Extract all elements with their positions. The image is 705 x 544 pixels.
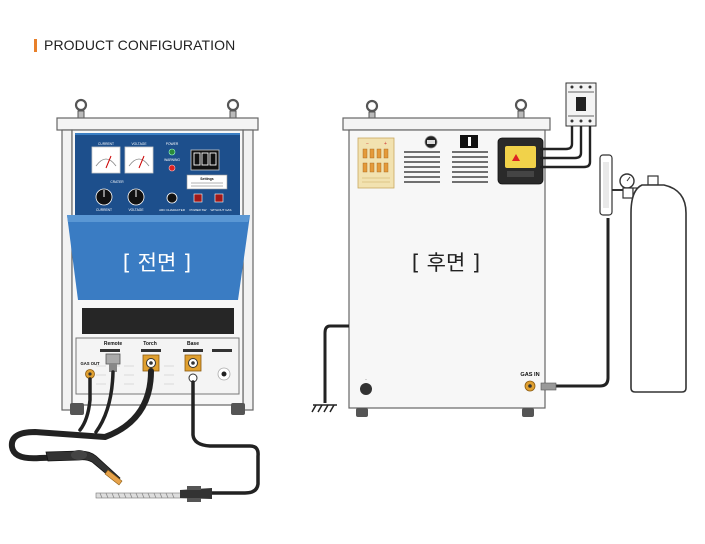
gas-hose — [556, 218, 610, 388]
ground-clamp-icon — [95, 486, 212, 502]
remote-connector-icon — [105, 353, 121, 372]
label-plus-icon: + — [384, 141, 387, 147]
torch-label: Torch — [143, 341, 157, 347]
rear-cable-gland-icon: · — [360, 377, 372, 395]
voltage-meter-label: VOLTAGE — [131, 142, 147, 146]
base-label: Base — [187, 341, 199, 347]
rear-switch-icon — [460, 135, 478, 148]
settings-title: Settings — [200, 177, 213, 181]
mains-breaker-icon — [565, 82, 597, 127]
rear-lifting-eye-right — [514, 98, 528, 120]
power-switch-label: POWER SW — [190, 208, 207, 212]
svg-text:·: · — [365, 377, 367, 383]
earth-ground — [311, 324, 349, 413]
arc-character-label: ARC CHARACTER — [159, 208, 186, 212]
crater-label: CRATER — [110, 180, 124, 184]
cable-gland-icon — [217, 367, 231, 381]
rear-vent-left — [404, 151, 440, 183]
warning-lamp-label: WARNING — [164, 158, 180, 162]
arc-character-knob-icon — [166, 192, 178, 204]
rear-vent-right — [452, 151, 488, 183]
warning-lamp-icon — [168, 164, 176, 172]
label-minus-icon: − — [366, 141, 369, 147]
rear-view-label: [ 후면 ] — [412, 251, 480, 275]
rear-rating-label: − + — [357, 137, 395, 189]
torch-terminal-icon — [142, 354, 160, 372]
without-gas-switch-icon — [214, 193, 224, 203]
voltage-meter: VOLTAGE — [124, 142, 154, 174]
power-switch-icon — [193, 193, 203, 203]
input-terminal-box — [497, 137, 544, 185]
gas-hose-connector-icon — [540, 382, 557, 391]
control-panel: CURRENT VOLTAGE POWER WARNING — [75, 133, 240, 218]
gas-out-label: GAS OUT — [80, 361, 100, 366]
base-terminal-icon — [184, 354, 202, 383]
rear-machine: − + — [342, 98, 551, 417]
front-view-label: [ 전면 ] — [123, 251, 191, 275]
fuse-holder-icon — [424, 135, 438, 149]
heading-accent-bar — [34, 38, 37, 52]
remote-label: Remote — [104, 341, 123, 347]
terminal-panel: Remote Torch Base GAS OUT — [75, 337, 240, 395]
gas-in-fitting-icon — [524, 380, 536, 392]
high-voltage-warning-icon — [512, 154, 520, 161]
section-heading: PRODUCT CONFIGURATION — [34, 37, 235, 53]
current-meter-label: CURRENT — [98, 142, 114, 146]
settings-label-box: Settings — [186, 174, 228, 190]
front-lifting-eye-right — [226, 98, 240, 120]
rear-lifting-eye-left — [365, 99, 379, 121]
heading-title: PRODUCT CONFIGURATION — [44, 37, 236, 53]
current-meter: CURRENT — [91, 142, 121, 174]
without-gas-label: WITHOUT GAS — [210, 208, 231, 212]
power-lamp-icon — [168, 148, 176, 156]
gas-in-label: GAS IN — [520, 372, 539, 378]
gas-out-fitting-icon — [85, 369, 95, 379]
gas-cylinder-icon — [630, 175, 687, 393]
front-cables — [8, 368, 260, 495]
voltage-knob-label: VOLTAGE — [128, 208, 144, 212]
front-cover: [ 전면 ] — [67, 215, 250, 300]
front-machine: CURRENT VOLTAGE POWER WARNING — [56, 98, 259, 415]
current-knob-label: CURRENT — [96, 208, 112, 212]
mains-cables — [540, 126, 592, 169]
front-lifting-eye-left — [74, 98, 88, 120]
digital-display — [190, 149, 220, 171]
earth-ground-icon — [311, 404, 337, 413]
power-lamp-label: POWER — [166, 142, 179, 146]
welding-torch-icon — [45, 450, 123, 486]
